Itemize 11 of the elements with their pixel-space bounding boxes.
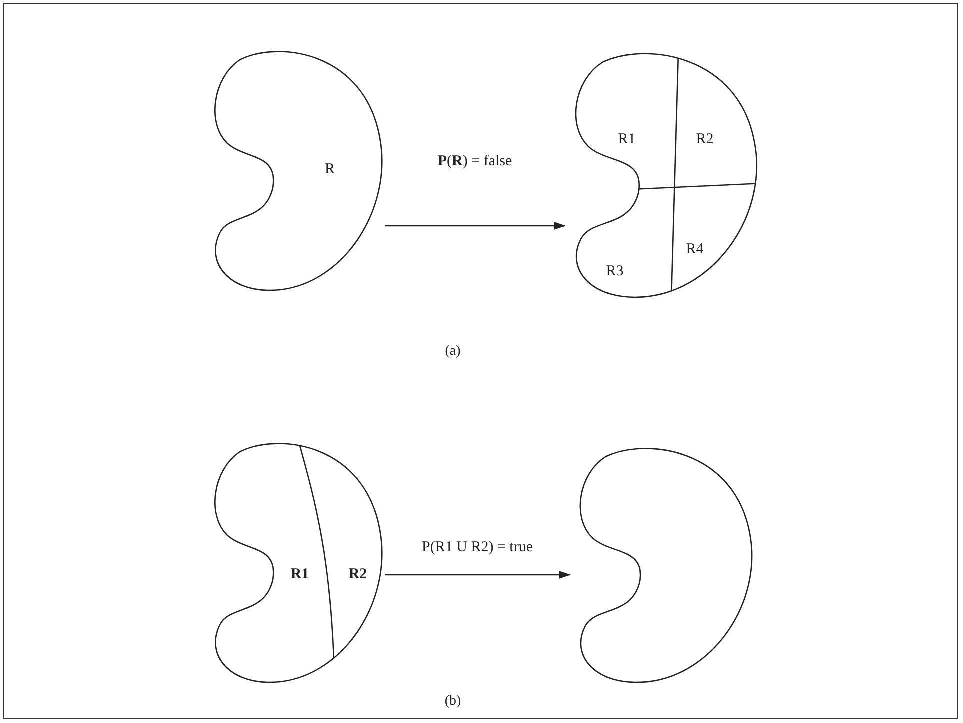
arrow	[385, 222, 566, 230]
region-label: R	[325, 162, 335, 178]
region-label: R3	[606, 264, 624, 280]
panel-caption: (b)	[444, 695, 462, 709]
panel-caption: (a)	[445, 345, 461, 359]
region-label: R1	[290, 568, 310, 582]
region-label: R4	[686, 242, 704, 258]
region-label: R2	[696, 132, 714, 148]
arrow	[385, 571, 571, 579]
region-label: R1	[618, 132, 636, 148]
region-label: R2	[348, 568, 368, 582]
